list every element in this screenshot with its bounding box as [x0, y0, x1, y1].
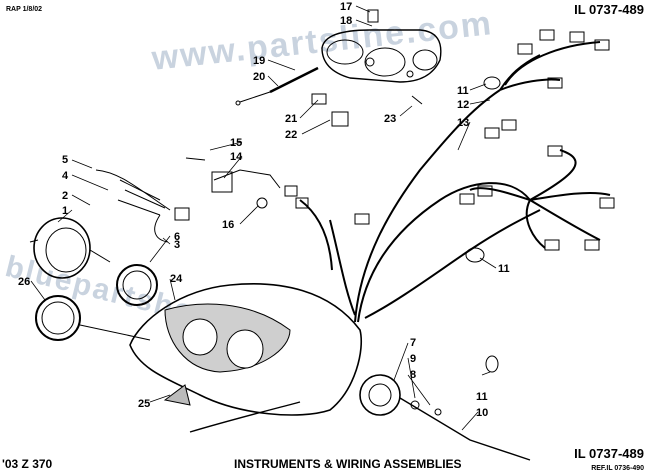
bezel-rings: [35, 264, 158, 341]
grommets: [465, 76, 501, 373]
date-code: RAP 1/8/02: [6, 6, 43, 13]
callout-16: 16: [222, 219, 234, 231]
callout-6: 6: [174, 231, 180, 243]
callout-21: 21: [285, 113, 297, 125]
decal: [163, 384, 191, 406]
dash-panel: [129, 283, 362, 416]
callout-20: 20: [253, 71, 265, 83]
callout-22: 22: [285, 129, 297, 141]
callout-24: 24: [170, 273, 183, 285]
callout-4: 4: [62, 170, 69, 182]
callout-11-b: 11: [498, 263, 510, 275]
callout-18: 18: [340, 15, 352, 27]
callout-labels: 17 18 19 20 21 22 23 11 12 13 15 14 16 5…: [18, 1, 510, 419]
bracket-assembly: [185, 157, 281, 209]
callout-9: 9: [410, 353, 416, 365]
callout-11-a: 11: [457, 85, 469, 97]
callout-12: 12: [457, 99, 469, 111]
callout-15: 15: [230, 137, 242, 149]
callout-10: 10: [476, 407, 488, 419]
callout-17: 17: [340, 1, 352, 13]
illustration-number-bottom: IL 0737-489: [574, 446, 644, 461]
diagram-title: INSTRUMENTS & WIRING ASSEMBLIES: [234, 457, 462, 471]
callout-23: 23: [384, 113, 396, 125]
gauge-wiring: [95, 169, 171, 243]
callout-2: 2: [62, 190, 68, 202]
wiring-harness: [299, 41, 611, 323]
gauge: [29, 217, 111, 279]
callout-11-c: 11: [476, 391, 488, 403]
callout-19: 19: [253, 55, 265, 67]
illustration-number-top: IL 0737-489: [574, 2, 644, 17]
callout-3: 3: [174, 239, 180, 251]
callout-5: 5: [62, 154, 68, 166]
callout-26: 26: [18, 276, 30, 288]
callout-1: 1: [62, 205, 68, 217]
bulb-sockets: [311, 93, 423, 127]
callout-13: 13: [457, 117, 469, 129]
model-label: '03 Z 370: [2, 457, 53, 471]
leader-lines: [30, 5, 497, 431]
speedometer-cable-spring: [235, 66, 319, 106]
callout-7: 7: [410, 337, 416, 349]
knob-assembly: [189, 374, 531, 461]
harness-connectors: [174, 29, 615, 251]
callout-25: 25: [138, 398, 150, 410]
callout-8: 8: [410, 369, 416, 381]
callout-14: 14: [230, 151, 243, 163]
reference-number: REF.IL 0736-490: [591, 465, 644, 472]
instrument-pod: [321, 9, 442, 83]
